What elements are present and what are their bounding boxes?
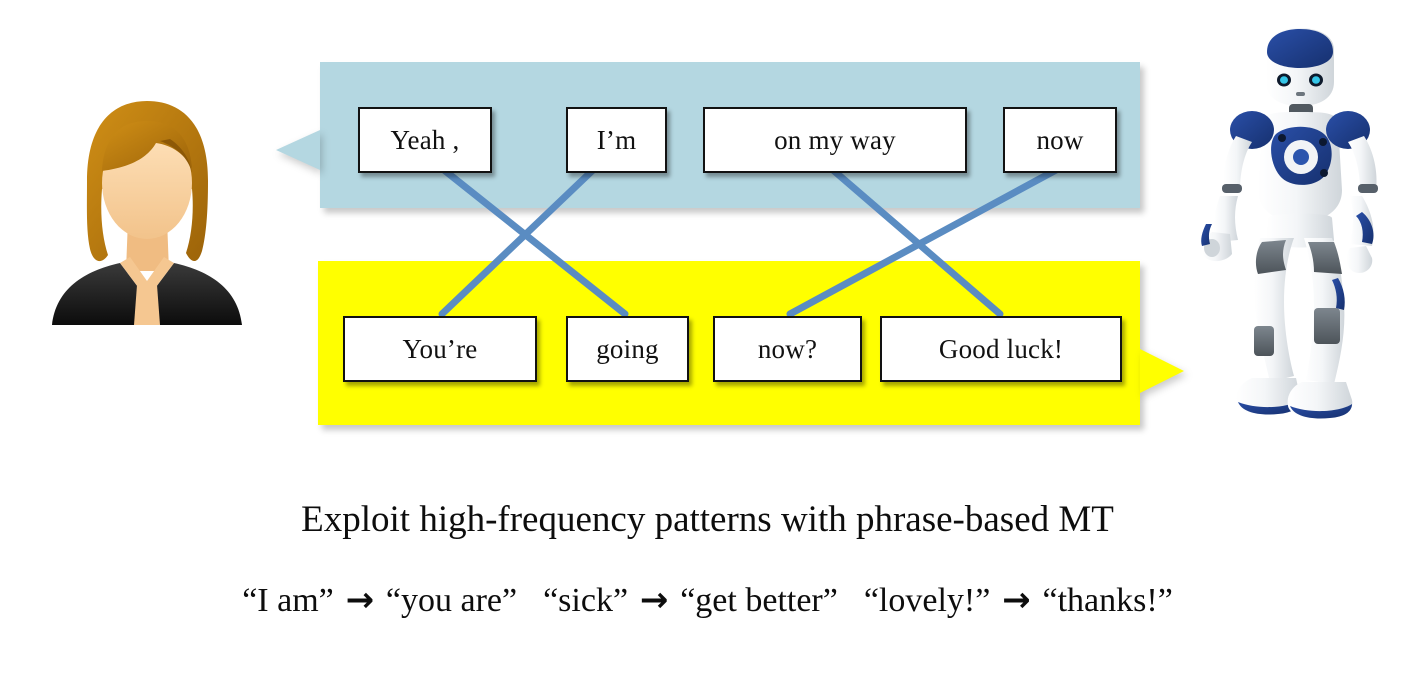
- alignment-link-1: [438, 166, 597, 318]
- phrase-box-target-0[interactable]: You’re: [343, 316, 537, 382]
- example-source-2: “lovely!”: [863, 582, 991, 619]
- example-target-0: “you are”: [385, 582, 518, 619]
- phrase-box-source-2[interactable]: on my way: [703, 107, 967, 173]
- phrase-box-source-0[interactable]: Yeah ,: [358, 107, 492, 173]
- woman-avatar: [40, 85, 255, 325]
- example-target-1: “get better”: [680, 582, 838, 619]
- example-arrow-1: →: [628, 580, 681, 620]
- phrase-box-target-1[interactable]: going: [566, 316, 689, 382]
- source-bubble-tail: [276, 130, 320, 170]
- alignment-link-3: [786, 166, 1060, 318]
- example-source-1: “sick”: [543, 582, 629, 619]
- example-target-2: “thanks!”: [1042, 582, 1173, 619]
- nao-robot-graphic: [1201, 28, 1378, 419]
- phrase-pair-examples: “I am” → “you are” “sick” → “get better” “…: [0, 580, 1415, 620]
- phrase-box-source-3[interactable]: now: [1003, 107, 1117, 173]
- example-arrow-2: →: [990, 580, 1043, 620]
- alignment-link-0: [440, 166, 629, 318]
- phrase-box-source-1[interactable]: I’m: [566, 107, 667, 173]
- target-bubble-tail: [1140, 349, 1184, 393]
- example-source-0: “I am”: [242, 582, 334, 619]
- example-arrow-0: →: [333, 580, 386, 620]
- nao-robot: [1196, 26, 1406, 426]
- phrase-box-target-3[interactable]: Good luck!: [880, 316, 1122, 382]
- slide-headline: Exploit high-frequency patterns with phr…: [301, 499, 1114, 540]
- woman-avatar-graphic: [52, 101, 242, 325]
- phrase-box-target-2[interactable]: now?: [713, 316, 862, 382]
